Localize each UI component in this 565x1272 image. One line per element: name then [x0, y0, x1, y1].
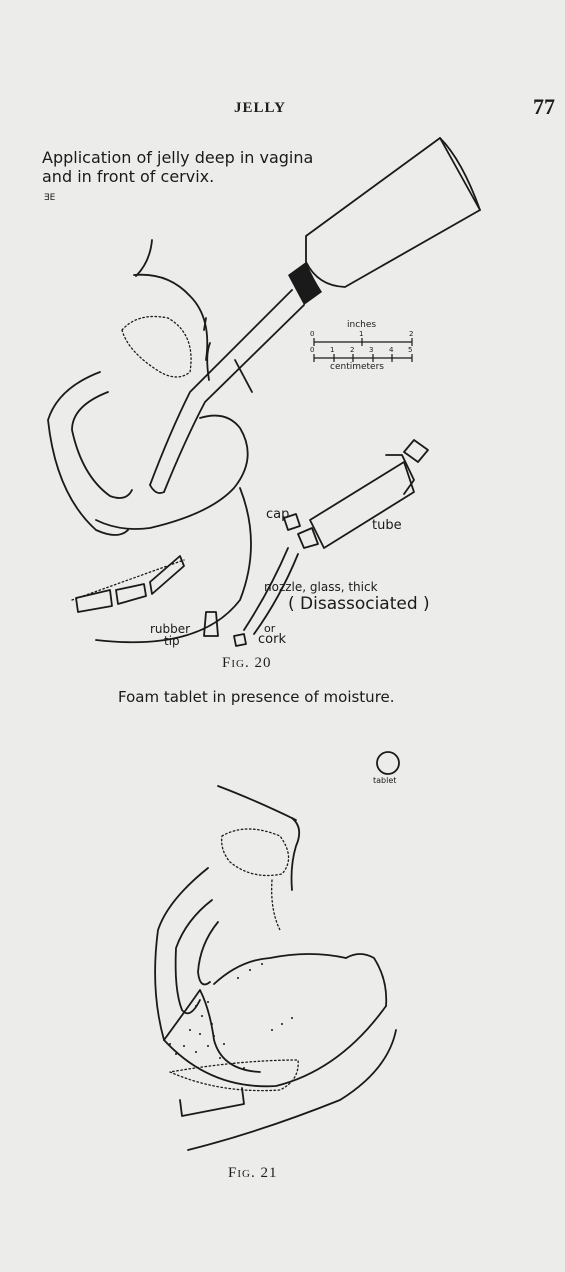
label-cork: cork	[258, 632, 286, 647]
label-nozzle: nozzle, glass, thick	[264, 580, 378, 594]
scale-cm-tick-5: 5	[408, 346, 413, 354]
fig20-mark: ƎE	[44, 193, 56, 203]
foam-dots	[169, 963, 293, 1069]
scale-inches-label: inches	[347, 320, 377, 330]
fig21-title: Foam tablet in presence of moisture.	[118, 688, 395, 706]
page-number: 77	[533, 94, 555, 119]
scale-inch-tick-0: 0	[310, 330, 315, 338]
label-tip: tip	[164, 634, 180, 648]
scale-inch-tick-1: 1	[359, 330, 364, 338]
scale-cm-tick-1: 1	[330, 346, 335, 354]
scale-cm-tick-0: 0	[310, 346, 315, 354]
fig21-caption: Fig. 21	[228, 1165, 278, 1181]
label-rubber: rubber	[150, 622, 191, 636]
scale-cm-tick-3: 3	[369, 346, 374, 354]
scale-centimeters-label: centimeters	[330, 362, 384, 372]
label-disassociated: ( Disassociated )	[288, 594, 430, 614]
scale-cm-tick-4: 4	[389, 346, 394, 354]
label-or: or	[264, 622, 276, 635]
scale-cm-tick-2: 2	[350, 346, 355, 354]
fig20-title-line-2: and in front of cervix.	[42, 167, 215, 186]
fig20-title-line-1: Application of jelly deep in vagina	[42, 148, 314, 167]
label-cap: cap	[266, 507, 290, 522]
tablet-label: tablet	[373, 776, 397, 785]
running-head-title: JELLY	[234, 100, 286, 116]
fig20-caption: Fig. 20	[222, 655, 272, 671]
label-tube: tube	[372, 518, 402, 533]
scale-inch-tick-2: 2	[409, 330, 414, 338]
